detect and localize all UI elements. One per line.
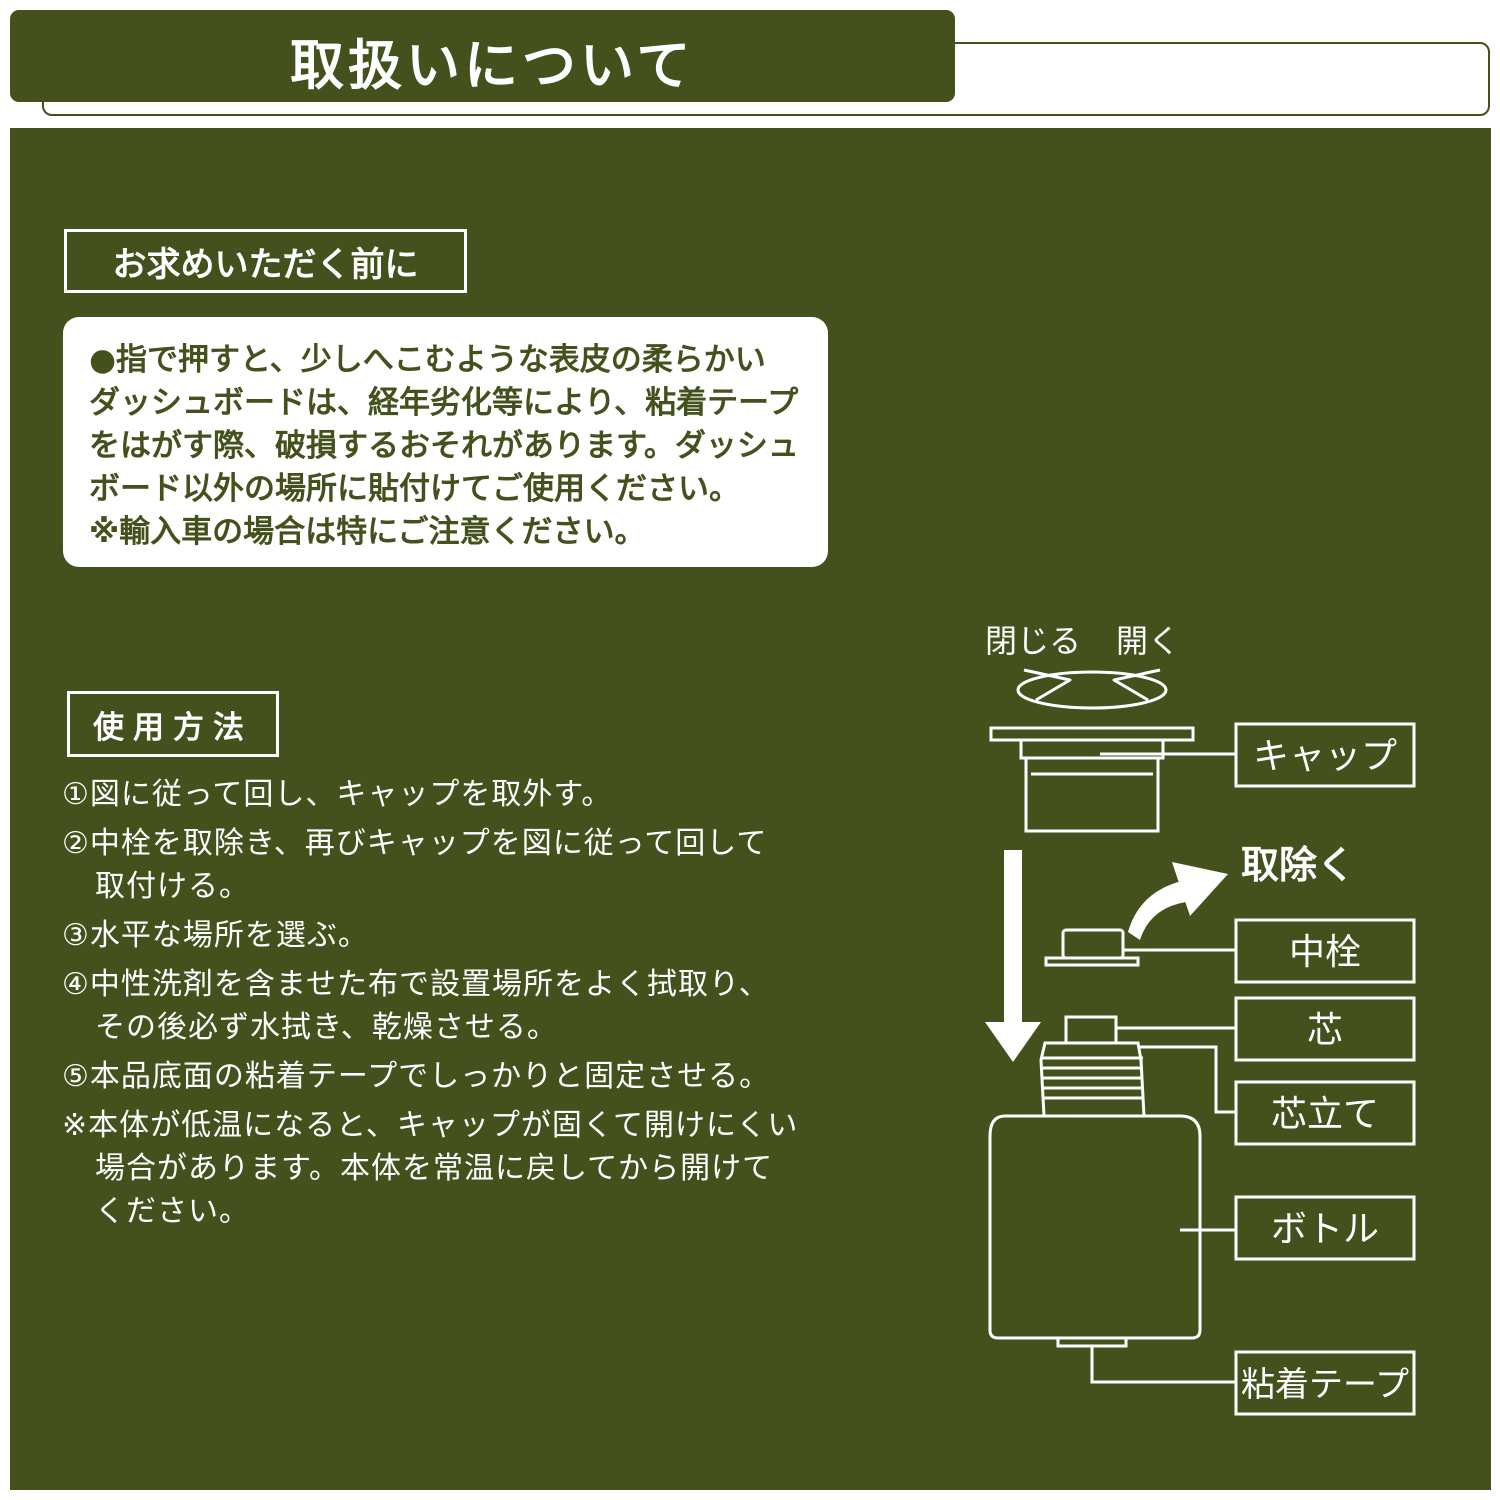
usage-step: ①図に従って回し、キャップを取外す。: [62, 777, 613, 812]
bottle-illustration: [988, 1114, 1202, 1340]
bottle-label: ボトル: [1271, 1209, 1379, 1250]
notice-line: ボード以外の場所に貼付けてご使用ください。: [89, 471, 740, 507]
notice-line: ●指で押すと、少しへこむような表皮の柔らかい: [89, 342, 766, 378]
remove-arrow-icon: [1128, 862, 1228, 940]
before-purchase-heading: お求めいただく前に: [64, 229, 467, 293]
bottle-label-box: [1234, 1195, 1416, 1261]
cap-label-box: [1234, 722, 1416, 788]
notice-card: ●指で押すと、少しへこむような表皮の柔らかい ダッシュボードは、経年劣化等により…: [63, 317, 828, 567]
adhesive-tape-label: 粘着テープ: [1241, 1365, 1409, 1405]
usage-steps: ①図に従って回し、キャップを取外す。 ②中栓を取除き、再びキャップを図に従って回…: [62, 773, 862, 1239]
inner-plug-illustration: [1044, 928, 1140, 967]
usage-step: ②中栓を取除き、再びキャップを図に従って回して 取付ける。: [62, 826, 768, 904]
down-arrow-icon: [985, 850, 1041, 1062]
wick-holder-label-box: [1234, 1080, 1416, 1146]
usage-heading: 使用方法: [67, 691, 279, 757]
rotate-arrows-icon: [1016, 668, 1168, 710]
notice-line: ※輸入車の場合は特にご注意ください。: [89, 514, 646, 550]
wick-illustration: [1064, 1015, 1118, 1045]
wick-holder-leader-line: [1138, 1045, 1236, 1114]
close-label: 閉じる: [985, 622, 1081, 660]
inner-plug-label: 中栓: [1289, 932, 1361, 973]
wick-holder-illustration: [1039, 1041, 1146, 1118]
usage-step: ③水平な場所を選ぶ。: [62, 918, 369, 953]
header-bar: 取扱いについて: [10, 10, 955, 102]
cap-illustration: [989, 726, 1195, 833]
tape-leader-line: [1090, 1346, 1236, 1384]
usage-step: ⑤本品底面の粘着テープでしっかりと固定させる。: [62, 1059, 771, 1094]
page-title: 取扱いについて: [290, 34, 695, 97]
remove-label: 取除く: [1241, 843, 1355, 887]
usage-step: ④中性洗剤を含ませた布で設置場所をよく拭取り、 その後必ず水拭き、乾燥させる。: [62, 967, 770, 1045]
notice-line: をはがす際、破損するおそれがあります。ダッシュ: [89, 428, 799, 464]
content-panel: お求めいただく前に ●指で押すと、少しへこむような表皮の柔らかい ダッシュボード…: [10, 128, 1491, 1490]
wick-holder-label: 芯立て: [1271, 1094, 1379, 1135]
cap-label: キャップ: [1253, 736, 1397, 777]
adhesive-tape-illustration: [1056, 1336, 1128, 1348]
usage-step: ※本体が低温になると、キャップが固くて開けにくい 場合があります。本体を常温に戻…: [62, 1108, 799, 1229]
inner-plug-label-box: [1234, 918, 1416, 984]
notice-line: ダッシュボードは、経年劣化等により、粘着テープ: [89, 385, 799, 421]
wick-label: 芯: [1307, 1010, 1343, 1051]
open-label: 開く: [1116, 622, 1180, 660]
wick-label-box: [1234, 996, 1416, 1062]
tape-label-box: [1234, 1350, 1416, 1416]
